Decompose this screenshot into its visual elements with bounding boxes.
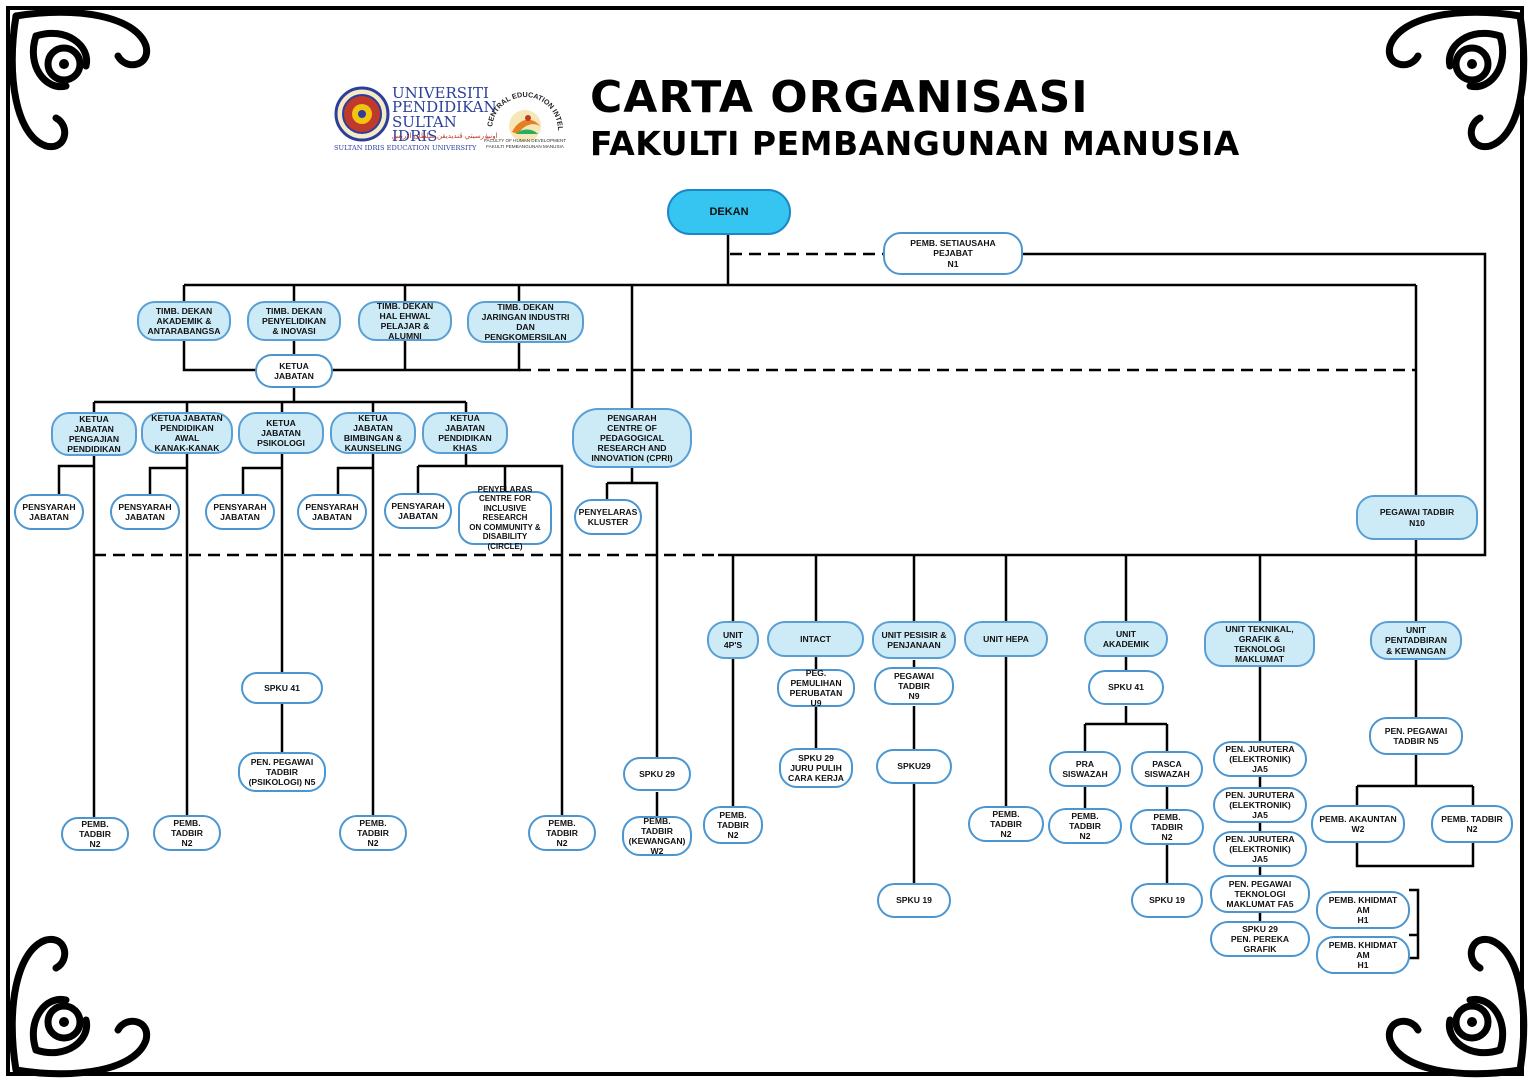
- pensyarah-pengajian-box[interactable]: PENSYARAH JABATAN: [14, 494, 84, 530]
- unit-akademik-box[interactable]: UNIT AKADEMIK: [1084, 621, 1168, 657]
- spku29-grafik-box[interactable]: SPKU 29 PEN. PEREKA GRAFIK: [1210, 921, 1310, 957]
- upsi-logo: UNIVERSITI PENDIDIKAN SULTAN IDRIS اونيۏ…: [334, 84, 498, 154]
- spku29-cpri-box[interactable]: SPKU 29: [623, 757, 691, 791]
- spku29-pesisir-box[interactable]: SPKU29: [876, 749, 952, 784]
- corner-ornament-top-left: [8, 8, 151, 151]
- pen-pegawai-psikologi-box[interactable]: PEN. PEGAWAI TADBIR (PSIKOLOGI) N5: [238, 752, 326, 792]
- unit-pentadbiran-box[interactable]: UNIT PENTADBIRAN & KEWANGAN: [1370, 621, 1462, 660]
- pegawai-n9-box[interactable]: PEGAWAI TADBIR N9: [874, 667, 954, 705]
- unit-hepa-box[interactable]: UNIT HEPA: [964, 621, 1048, 657]
- pemb-tadbir-pengajian-box[interactable]: PEMB. TADBIR N2: [61, 817, 129, 851]
- upsi-seal-icon: [334, 86, 390, 142]
- kj-pengajian-box[interactable]: KETUA JABATAN PENGAJIAN PENDIDIKAN: [51, 412, 137, 456]
- kj-khas-box[interactable]: KETUA JABATAN PENDIDIKAN KHAS: [422, 412, 508, 454]
- pemb-tadbir-khas-box[interactable]: PEMB. TADBIR N2: [528, 815, 596, 851]
- corner-ornament-bottom-right: [1385, 935, 1528, 1078]
- pen-pegawai-n5-box[interactable]: PEN. PEGAWAI TADBIR N5: [1369, 717, 1463, 755]
- td-industri-box[interactable]: TIMB. DEKAN JARINGAN INDUSTRI DAN PENGKO…: [467, 301, 584, 343]
- pensyarah-khas-box[interactable]: PENSYARAH JABATAN: [384, 493, 452, 529]
- td-hep-box[interactable]: TIMB. DEKAN HAL EHWAL PELAJAR & ALUMNI: [358, 301, 452, 341]
- chart-title: CARTA ORGANISASI: [590, 72, 1089, 123]
- pemb-tadbir-kewangan-box[interactable]: PEMB. TADBIR (KEWANGAN) W2: [622, 816, 692, 856]
- jurutera-2-box[interactable]: PEN. JURUTERA (ELEKTRONIK) JA5: [1213, 787, 1307, 823]
- peg-pemulihan-box[interactable]: PEG. PEMULIHAN PERUBATAN U9: [777, 668, 855, 708]
- spku19-akademik-box[interactable]: SPKU 19: [1131, 883, 1203, 918]
- khidmat-am-2-box[interactable]: PEMB. KHIDMAT AM H1: [1316, 936, 1410, 974]
- pemb-tadbir-pra-box[interactable]: PEMB. TADBIR N2: [1048, 808, 1122, 844]
- jurutera-3-box[interactable]: PEN. JURUTERA (ELEKTRONIK) JA5: [1213, 831, 1307, 867]
- intact-box[interactable]: INTACT: [767, 621, 864, 657]
- pemb-tadbir-4ps-box[interactable]: PEMB. TADBIR N2: [703, 806, 763, 844]
- setiausaha-box[interactable]: PEMB. SETIAUSAHA PEJABAT N1: [883, 232, 1023, 275]
- peg-teknologi-box[interactable]: PEN. PEGAWAI TEKNOLOGI MAKLUMAT FA5: [1210, 875, 1310, 913]
- pasca-siswazah-box[interactable]: PASCA SISWAZAH: [1131, 751, 1203, 787]
- khidmat-am-1-box[interactable]: PEMB. KHIDMAT AM H1: [1316, 891, 1410, 929]
- kj-bimbingan-box[interactable]: KETUA JABATAN BIMBINGAN & KAUNSELING: [330, 412, 416, 454]
- fpm-name-ms: FAKULTI PEMBANGUNAN MANUSIA: [486, 144, 564, 149]
- dekan-box[interactable]: DEKAN: [667, 189, 791, 235]
- chart-subtitle: FAKULTI PEMBANGUNAN MANUSIA: [590, 124, 1240, 163]
- upsi-tagline: SULTAN IDRIS EDUCATION UNIVERSITY: [334, 144, 477, 152]
- pensyarah-awal-box[interactable]: PENSYARAH JABATAN: [110, 494, 180, 530]
- circle-box[interactable]: PENYELARAS CENTRE FOR INCLUSIVE RESEARCH…: [458, 485, 552, 551]
- spku41-akademik-box[interactable]: SPKU 41: [1088, 670, 1164, 705]
- pensyarah-bimbingan-box[interactable]: PENSYARAH JABATAN: [297, 494, 367, 530]
- jurutera-1-box[interactable]: PEN. JURUTERA (ELEKTRONIK) JA5: [1213, 741, 1307, 777]
- fpm-logo: CENTRAL EDUCATION INTELLIGENCE FACULTY O…: [484, 82, 566, 154]
- corner-ornament-bottom-left: [8, 935, 151, 1078]
- pemb-tadbir-pasca-box[interactable]: PEMB. TADBIR N2: [1130, 809, 1204, 845]
- pemb-tadbir-awal-box[interactable]: PEMB. TADBIR N2: [153, 815, 221, 851]
- kj-psikologi-box[interactable]: KETUA JABATAN PSIKOLOGI: [238, 412, 324, 454]
- upsi-wordmark: UNIVERSITI PENDIDIKAN SULTAN IDRIS: [392, 84, 497, 145]
- fpm-emblem-icon: CENTRAL EDUCATION INTELLIGENCE: [484, 82, 565, 142]
- td-penyelidikan-box[interactable]: TIMB. DEKAN PENYELIDIKAN & INOVASI: [247, 301, 341, 341]
- pegawai-n10-box[interactable]: PEGAWAI TADBIR N10: [1356, 495, 1478, 540]
- upsi-jawi-text: اونيۏرسيتي ڤنديديقن سلطان ادريس: [392, 132, 498, 140]
- pra-siswazah-box[interactable]: PRA SISWAZAH: [1049, 751, 1121, 787]
- page-border-frame: [6, 6, 1524, 1076]
- td-akademik-box[interactable]: TIMB. DEKAN AKADEMIK & ANTARABANGSA: [137, 301, 231, 341]
- unit-pesisir-box[interactable]: UNIT PESISIR & PENJANAAN: [872, 621, 956, 659]
- fpm-name-en: FACULTY OF HUMAN DEVELOPMENT: [484, 138, 567, 143]
- penyelaras-kluster-box[interactable]: PENYELARAS KLUSTER: [574, 499, 642, 535]
- corner-ornament-top-right: [1385, 8, 1528, 151]
- unit-teknikal-box[interactable]: UNIT TEKNIKAL, GRAFIK & TEKNOLOGI MAKLUM…: [1204, 621, 1315, 667]
- cpri-box[interactable]: PENGARAH CENTRE OF PEDAGOGICAL RESEARCH …: [572, 408, 692, 468]
- kj-awal-box[interactable]: KETUA JABATAN PENDIDIKAN AWAL KANAK-KANA…: [141, 412, 233, 454]
- pemb-tadbir-pentadbiran-box[interactable]: PEMB. TADBIR N2: [1431, 805, 1513, 843]
- spku29-juru-pulih-box[interactable]: SPKU 29 JURU PULIH CARA KERJA: [779, 748, 853, 788]
- spku41-psikologi-box[interactable]: SPKU 41: [241, 672, 323, 704]
- pensyarah-psikologi-box[interactable]: PENSYARAH JABATAN: [205, 494, 275, 530]
- pemb-tadbir-hepa-box[interactable]: PEMB. TADBIR N2: [968, 806, 1044, 842]
- ketua-jabatan-box[interactable]: KETUA JABATAN: [255, 354, 333, 388]
- unit-4ps-box[interactable]: UNIT 4P'S: [707, 621, 759, 659]
- spku19-pesisir-box[interactable]: SPKU 19: [877, 883, 951, 918]
- pemb-tadbir-bimbingan-box[interactable]: PEMB. TADBIR N2: [339, 815, 407, 851]
- pemb-akauntan-box[interactable]: PEMB. AKAUNTAN W2: [1311, 805, 1405, 843]
